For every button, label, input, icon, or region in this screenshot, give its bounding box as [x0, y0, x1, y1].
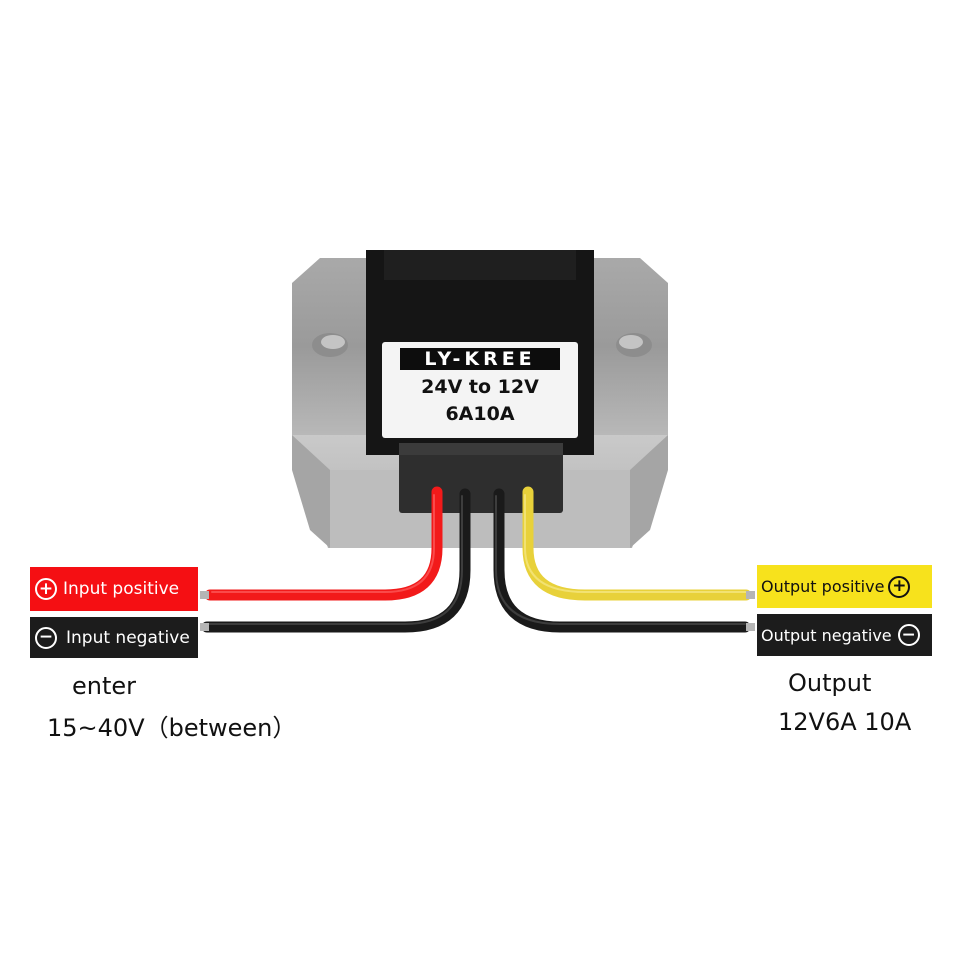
- input-positive-label: Input positive: [63, 579, 180, 599]
- output-negative-tag: Output negative −: [757, 614, 932, 656]
- output-positive-tag: Output positive +: [757, 565, 932, 608]
- output-title: Output: [788, 669, 872, 697]
- output-negative-label: Output negative: [761, 625, 892, 645]
- minus-circle-icon: −: [35, 626, 57, 649]
- brand-name: LY-KREE: [400, 348, 560, 370]
- plus-circle-icon: +: [35, 578, 57, 600]
- output-positive-label: Output positive: [761, 577, 885, 596]
- input-positive-tag: + Input positive: [30, 567, 198, 611]
- wire-black-input: [201, 488, 471, 633]
- wires: [201, 486, 752, 633]
- current-spec: 6A10A: [445, 403, 515, 425]
- input-negative-label: Input negative: [66, 627, 190, 648]
- output-rating: 12V6A 10A: [778, 708, 912, 736]
- input-negative-tag: − Input negative: [30, 617, 198, 658]
- voltage-spec: 24V to 12V: [421, 376, 539, 398]
- wire-tips: [200, 591, 755, 631]
- plus-circle-icon: +: [888, 575, 911, 598]
- minus-circle-icon: −: [897, 624, 920, 646]
- wire-red: [204, 486, 443, 601]
- input-voltage-range: 15~40V（between）: [47, 714, 297, 742]
- input-title: enter: [72, 672, 137, 700]
- product-label: LY-KREE 24V to 12V 6A10A: [382, 342, 578, 438]
